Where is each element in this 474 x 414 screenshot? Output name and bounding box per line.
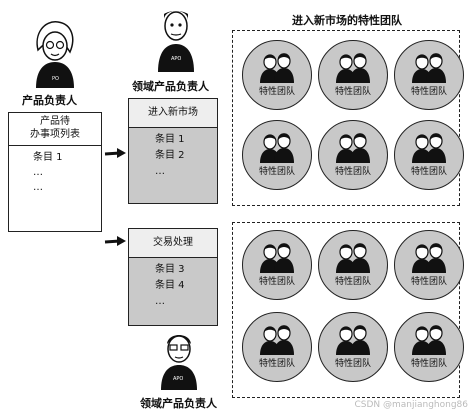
- domain-owner-top-label: 领域产品负责人: [132, 80, 209, 93]
- feature-team-label: 特性团队: [410, 277, 447, 287]
- domain-board-new-market: 进入新市场 条目 1 条目 2 …: [128, 98, 218, 204]
- team-people-icon: [336, 243, 370, 273]
- product-owner-label: 产品负责人: [22, 94, 77, 107]
- feature-team-label: 特性团队: [334, 359, 371, 369]
- domain-board-transactions: 交易处理 条目 3 条目 4 …: [128, 228, 218, 326]
- feature-team-label: 特性团队: [410, 359, 447, 369]
- board-item: 条目 1: [155, 134, 185, 145]
- feature-team: 特性团队: [318, 120, 388, 190]
- feature-team-label: 特性团队: [334, 87, 371, 97]
- feature-team-group-top: [232, 30, 460, 206]
- feature-team: 特性团队: [242, 120, 312, 190]
- backlog-title-line2: 办事项列表: [30, 129, 80, 140]
- backlog-title-line1: 产品待: [40, 116, 70, 127]
- feature-team-label: 特性团队: [258, 167, 295, 177]
- team-people-icon: [412, 243, 446, 273]
- team-people-icon: [412, 53, 446, 83]
- watermark: CSDN @manjianghong86: [354, 400, 468, 410]
- feature-team-label: 特性团队: [258, 359, 295, 369]
- team-people-icon: [336, 53, 370, 83]
- feature-team: 特性团队: [394, 312, 464, 382]
- team-people-icon: [260, 133, 294, 163]
- board-title: 交易处理: [129, 229, 217, 258]
- backlog-item: …: [33, 167, 43, 178]
- feature-group-title: 进入新市场的特性团队: [292, 14, 402, 27]
- feature-team: 特性团队: [318, 312, 388, 382]
- team-people-icon: [260, 325, 294, 355]
- board-item: 条目 4: [155, 280, 185, 291]
- backlog-item: …: [33, 182, 43, 193]
- team-people-icon: [336, 325, 370, 355]
- team-people-icon: [260, 243, 294, 273]
- svg-text:APO: APO: [173, 376, 183, 382]
- board-item: 条目 3: [155, 264, 185, 275]
- feature-team-label: 特性团队: [334, 167, 371, 177]
- feature-team: 特性团队: [242, 312, 312, 382]
- svg-text:APO: APO: [171, 56, 181, 62]
- feature-team: 特性团队: [242, 230, 312, 300]
- feature-team: 特性团队: [242, 40, 312, 110]
- feature-team: 特性团队: [318, 230, 388, 300]
- feature-team: 特性团队: [394, 40, 464, 110]
- feature-team-label: 特性团队: [334, 277, 371, 287]
- backlog-item: 条目 1: [33, 152, 63, 163]
- board-title: 进入新市场: [129, 99, 217, 128]
- feature-team: 特性团队: [394, 120, 464, 190]
- board-item: …: [155, 296, 165, 307]
- feature-team: 特性团队: [394, 230, 464, 300]
- team-people-icon: [412, 133, 446, 163]
- arrow-right-icon: [104, 148, 126, 158]
- product-owner-figure: PO: [28, 16, 82, 88]
- person-icon: APO: [161, 335, 197, 390]
- feature-team-label: 特性团队: [258, 87, 295, 97]
- person-icon: APO: [158, 11, 194, 72]
- svg-text:PO: PO: [52, 76, 59, 82]
- domain-owner-top-figure: APO: [152, 2, 200, 72]
- team-people-icon: [336, 133, 370, 163]
- feature-team: 特性团队: [318, 40, 388, 110]
- feature-team-group-bottom: [232, 222, 460, 398]
- feature-team-label: 特性团队: [410, 87, 447, 97]
- person-icon: PO: [36, 21, 74, 88]
- arrow-right-icon: [104, 236, 126, 246]
- feature-team-label: 特性团队: [410, 167, 447, 177]
- domain-owner-bottom-figure: APO: [156, 328, 202, 390]
- team-people-icon: [260, 53, 294, 83]
- board-item: …: [155, 166, 165, 177]
- domain-owner-bottom-label: 领域产品负责人: [140, 397, 217, 410]
- feature-team-label: 特性团队: [258, 277, 295, 287]
- team-people-icon: [412, 325, 446, 355]
- board-item: 条目 2: [155, 150, 185, 161]
- product-backlog: 产品待 办事项列表 条目 1 … …: [8, 112, 102, 232]
